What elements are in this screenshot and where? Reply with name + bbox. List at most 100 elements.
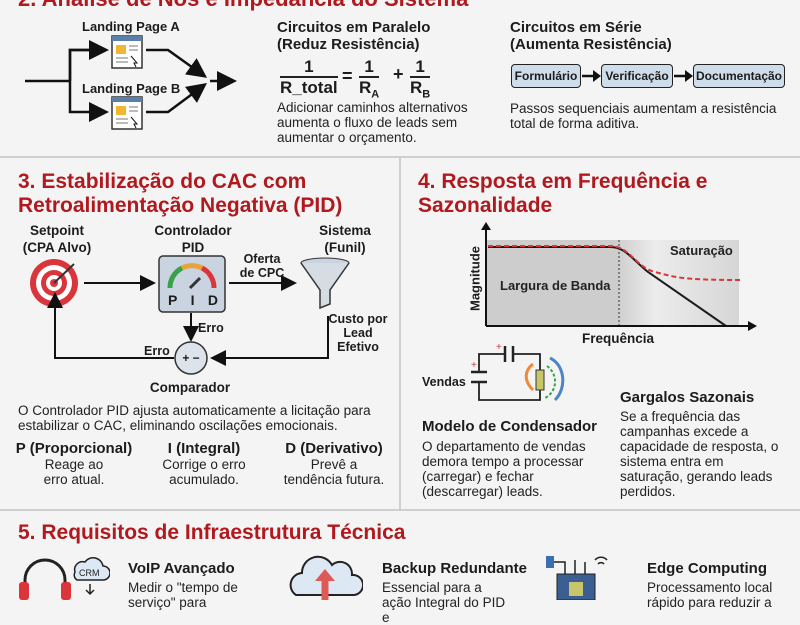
section2-title: 2. Análise de Nós e Impedância do Sistem…	[18, 0, 468, 11]
term-d-title: D (Derivativo)	[285, 440, 383, 457]
parallel-paths-diagram	[25, 35, 237, 140]
chart-ylabel: Magnitude	[467, 246, 483, 311]
parallel-title-line2: (Reduz Resistência)	[277, 36, 420, 53]
section3-title-line1: 3. Estabilização do CAC com	[18, 170, 307, 193]
section4-title-line1: 4. Resposta em Frequência e	[418, 170, 708, 193]
landing-page-b-icon	[111, 96, 143, 130]
term-p-text: Reage ao erro atual.	[43, 457, 105, 487]
backup-title: Backup Redundante	[382, 560, 528, 577]
setpoint-label: Setpoint (CPA Alvo)	[7, 222, 107, 256]
parallel-title-line1: Circuitos em Paralelo	[277, 19, 431, 36]
parallel-title: Circuitos em Paralelo (Reduz Resistência…	[277, 19, 430, 53]
svg-text:+: +	[471, 360, 477, 371]
voip-title: VoIP Avançado	[128, 560, 235, 577]
landing-page-a-icon	[111, 35, 143, 69]
comparator-label: Comparador	[149, 380, 231, 395]
offer-label: Oferta de CPC	[239, 252, 285, 280]
formula-equals: =	[342, 66, 353, 86]
controller-text: Controlador	[154, 223, 232, 238]
series-arrows	[582, 70, 693, 82]
capacitor-title: Modelo de Condensador	[422, 418, 598, 435]
series-title: Circuitos em Série (Aumenta Resistência)	[510, 19, 672, 53]
system-label: Sistema (Funil)	[295, 222, 395, 256]
term-p-title: P (Proporcional)	[15, 440, 133, 457]
cloud-upload-icon	[289, 555, 363, 600]
edge-chip-icon	[546, 556, 608, 600]
pid-gauge-icon	[158, 255, 226, 313]
gauge-p: P	[168, 292, 178, 308]
term-i-title: I (Integral)	[167, 440, 241, 457]
section4-title: 4. Resposta em Frequência e Sazonalidade	[418, 170, 707, 218]
step-formulario: Formulário	[511, 64, 581, 88]
edge-text: Processamento local rápido para reduzir …	[647, 580, 773, 610]
parallel-description: Adicionar caminhos alternativos aumenta …	[277, 100, 468, 145]
funnel-icon	[300, 257, 350, 310]
system-text: Sistema	[319, 223, 371, 238]
setpoint-sub: (CPA Alvo)	[22, 240, 92, 255]
series-title-line1: Circuitos em Série	[510, 19, 642, 36]
voip-text: Medir o "tempo de serviço" para	[128, 580, 238, 610]
step-documentacao: Documentação	[693, 64, 785, 88]
term-i-text: Corrige o erro acumulado.	[162, 457, 246, 487]
pid-loop-diagram	[30, 255, 350, 375]
edge-title: Edge Computing	[647, 560, 767, 577]
term-d-text: Prevê a tendência futura.	[283, 457, 385, 487]
comparator-signs: + −	[182, 351, 200, 365]
formula-plus: +	[393, 64, 404, 84]
section3-title-line2: Retroalimentação Negativa (PID)	[18, 194, 343, 217]
r-b-sub: B	[422, 88, 431, 101]
capacitor-text: O departamento de vendas demora tempo a …	[422, 439, 586, 499]
gauge-i: I	[190, 292, 195, 308]
section3-title: 3. Estabilização do CAC com Retroaliment…	[18, 170, 342, 218]
input-arrow	[25, 48, 104, 112]
formula-r-total: R_total	[280, 78, 338, 97]
svg-text:+: +	[496, 342, 502, 353]
formula-numerator: 1	[359, 57, 380, 78]
term-i: I (Integral)Corrige o erro acumulado.	[149, 440, 259, 487]
circuit-label: Vendas	[422, 375, 466, 389]
r-a: R	[359, 78, 372, 97]
divider-middle	[399, 157, 401, 510]
cost-label: Custo por Lead Efetivo	[328, 312, 388, 354]
chart-xlabel: Frequência	[582, 331, 655, 346]
divider-bottom	[0, 509, 800, 511]
landing-a-label: Landing Page A	[82, 19, 180, 34]
formula-numerator: 1	[410, 57, 431, 78]
svg-text:CRM: CRM	[79, 568, 100, 578]
error-left-label: Erro	[144, 344, 170, 358]
pid-terms: P (Proporcional)Reage ao erro atual. I (…	[14, 440, 394, 487]
step-verificacao: Verificação	[601, 64, 673, 88]
capacitor-circuit-icon: + +	[471, 342, 565, 402]
term-p: P (Proporcional)Reage ao erro atual.	[14, 440, 134, 487]
frequency-response-chart	[481, 222, 757, 331]
target-icon	[30, 259, 78, 307]
comparator-icon	[174, 341, 208, 375]
series-description: Passos sequenciais aumentam a resistênci…	[510, 101, 777, 131]
r-b: R	[410, 78, 423, 97]
landing-b-label: Landing Page B	[82, 81, 181, 96]
bandwidth-region	[487, 240, 619, 326]
saturation-region	[619, 240, 739, 326]
headset-crm-icon: CRM	[19, 557, 110, 600]
section5-title: 5. Requisitos de Infraestrutura Técnica	[18, 521, 406, 544]
bottleneck-text: Se a frequência das campanhas excede a c…	[620, 409, 779, 499]
formula-numerator: 1	[280, 57, 338, 78]
r-a-sub: A	[371, 88, 380, 101]
section4-title-line2: Sazonalidade	[418, 194, 553, 217]
setpoint-text: Setpoint	[30, 223, 84, 238]
bandwidth-label: Largura de Banda	[500, 278, 611, 293]
system-sub: (Funil)	[324, 240, 366, 255]
pid-description: O Controlador PID ajusta automaticamente…	[18, 403, 371, 433]
gauge-d: D	[207, 292, 218, 308]
series-title-line2: (Aumenta Resistência)	[510, 36, 672, 53]
saturation-label: Saturação	[670, 243, 733, 258]
error-down-label: Erro	[198, 321, 224, 335]
term-d: D (Derivativo)Prevê a tendência futura.	[274, 440, 394, 487]
backup-text: Essencial para a ação Integral do PID e	[382, 580, 506, 625]
bottleneck-title: Gargalos Sazonais	[620, 389, 755, 406]
controller-sub: PID	[181, 240, 205, 255]
